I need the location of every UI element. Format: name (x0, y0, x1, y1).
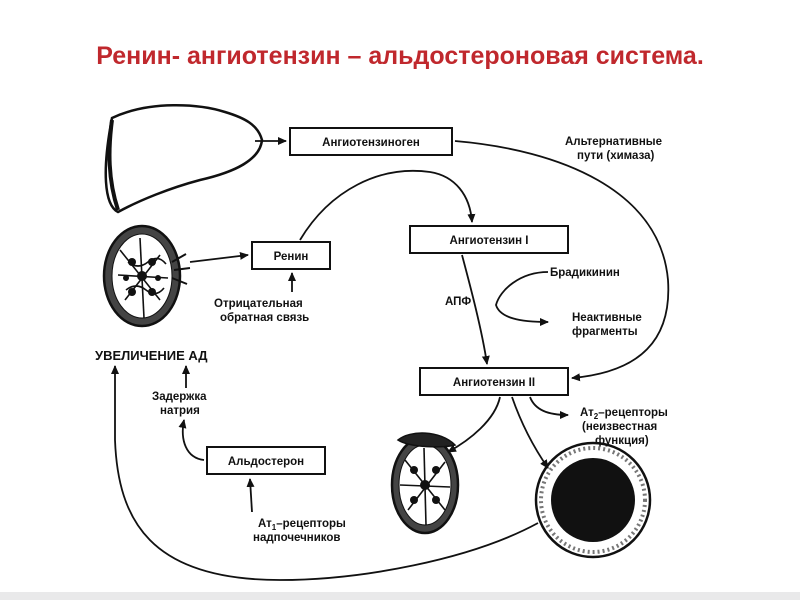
sodium-retention-line2: натрия (160, 405, 200, 417)
inactive-fragments-line1: Неактивные (572, 312, 642, 324)
at2-receptors-line1: Ат2–рецепторы (580, 407, 668, 421)
arrow-at1-to-aldosterone (246, 478, 255, 513)
at1-receptors-line1: Ат1–рецепторы (258, 518, 346, 532)
alternative-paths-line1: Альтернативные (565, 136, 662, 148)
renin-box: Ренин (251, 241, 331, 270)
alternative-paths-line2: пути (химаза) (577, 150, 655, 162)
page-title: Ренин- ангиотензин – альдостероновая сис… (96, 42, 704, 70)
angiotensin1-box: Ангиотензин I (409, 225, 569, 254)
negative-feedback-line1: Отрицательная (214, 298, 303, 310)
kidney-illustration (102, 224, 191, 328)
pathway-arrows (111, 137, 670, 581)
angiotensin1-label: Ангиотензин I (450, 235, 529, 247)
arrow-angiotensin1-to-angiotensin2 (461, 254, 490, 365)
arrow-aldosterone-to-sodium (178, 419, 205, 461)
arrow-alternative-paths (454, 140, 670, 382)
angiotensin2-box: Ангиотензин II (419, 367, 569, 396)
negative-feedback-line2: обратная связь (220, 312, 309, 324)
arrow-angiotensin2-to-adrenal (447, 396, 501, 453)
at2-receptors-line2: (неизвестная (582, 421, 657, 433)
aldosterone-box: Альдостерон (206, 446, 326, 475)
renin-label: Ренин (274, 251, 309, 263)
sodium-retention-line1: Задержка (152, 391, 207, 403)
angiotensinogen-label: Ангиотензиноген (322, 137, 420, 149)
angiotensinogen-box: Ангиотензиноген (289, 127, 453, 156)
liver-illustration (104, 104, 264, 214)
adrenal-kidney-illustration (390, 432, 460, 535)
inactive-fragments-line2: фрагменты (572, 326, 638, 338)
bradykinin-label: Брадикинин (550, 267, 620, 279)
angiotensin2-label: Ангиотензин II (453, 377, 535, 389)
increase-bp-label: УВЕЛИЧЕНИЕ АД (95, 348, 208, 363)
bottom-strip (0, 592, 800, 600)
at1-receptors-line2: надпочечников (253, 532, 341, 544)
arrow-kidney-to-renin (189, 251, 249, 263)
at2-receptors-line3: функция) (595, 435, 649, 447)
arrow-bradykinin (495, 271, 549, 326)
arrow-angiotensin2-to-at2 (529, 396, 569, 419)
apf-label: АПФ (445, 296, 471, 308)
arrow-vessel-to-increase-bp (111, 365, 539, 581)
aldosterone-label: Альдостерон (228, 456, 304, 468)
arrow-angiotensin2-to-vessel (511, 396, 549, 469)
arrow-renin-to-angiotensin1 (299, 170, 476, 241)
blood-vessel-illustration (534, 441, 652, 559)
